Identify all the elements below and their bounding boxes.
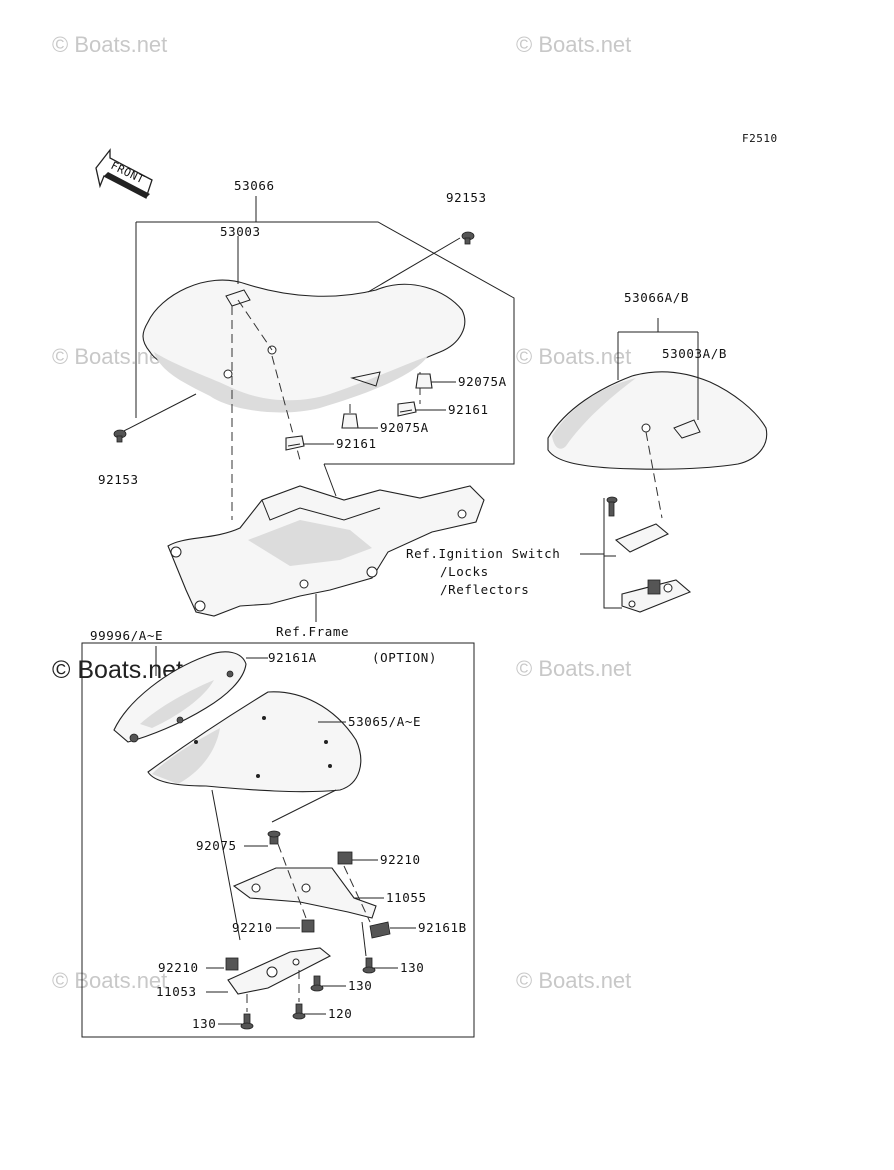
watermark-top-left: © Boats.net	[52, 32, 167, 57]
frame	[167, 485, 485, 617]
label-130-2: 130	[348, 978, 372, 993]
label-11053: 11053	[156, 984, 197, 999]
bolt-130-2	[310, 975, 324, 992]
label-92161A: 92161A	[268, 650, 317, 665]
clip-92161-1	[397, 401, 417, 417]
pad-92161B	[369, 921, 391, 939]
bolt-130-1	[362, 957, 376, 974]
label-99996: 99996/A~E	[90, 628, 163, 643]
damper-92075A-2	[341, 413, 359, 429]
watermark-bottom-left: © Boats.net	[52, 968, 167, 993]
label-92210-3: 92210	[158, 960, 199, 975]
label-53003: 53003	[220, 224, 261, 239]
label-ref-ignition-1: Ref.Ignition Switch	[406, 546, 560, 561]
label-120: 120	[328, 1006, 352, 1021]
damper-92075A-1	[415, 373, 433, 389]
label-92161B: 92161B	[418, 920, 467, 935]
bracket-11055	[232, 867, 377, 919]
clip-92161-2	[285, 435, 305, 451]
label-option: (OPTION)	[372, 650, 437, 665]
watermark-top-right: © Boats.net	[516, 32, 631, 57]
bolt-120	[292, 1003, 306, 1020]
watermark-lower-right: © Boats.net	[516, 656, 631, 681]
label-92075: 92075	[196, 838, 237, 853]
front-arrow-icon: FRONT	[95, 148, 153, 199]
nut-92210-2	[301, 919, 315, 933]
label-92161-1: 92161	[448, 402, 489, 417]
label-92153-top: 92153	[446, 190, 487, 205]
label-ref-ignition-2: /Locks	[440, 564, 489, 579]
label-92075A-1: 92075A	[458, 374, 507, 389]
bolt-130-3	[240, 1013, 254, 1030]
rider-seat	[142, 279, 466, 413]
figure-code: F2510	[742, 132, 778, 145]
damper-92075	[267, 830, 281, 845]
lock-bracket	[606, 496, 692, 613]
seat-box-outline	[135, 196, 515, 465]
label-92161-2: 92161	[336, 436, 377, 451]
label-130-3: 130	[192, 1016, 216, 1031]
watermark-bottom-right: © Boats.net	[516, 968, 631, 993]
label-130-1: 130	[400, 960, 424, 975]
label-53065: 53065/A~E	[348, 714, 421, 729]
label-53003AB: 53003A/B	[662, 346, 727, 361]
label-ref-ignition-3: /Reflectors	[440, 582, 529, 597]
bracket-11053	[227, 947, 332, 995]
label-53066: 53066	[234, 178, 275, 193]
label-92153-bottom: 92153	[98, 472, 139, 487]
nut-92210-3	[225, 957, 239, 971]
label-ref-frame: Ref.Frame	[276, 624, 349, 639]
label-53066AB: 53066A/B	[624, 290, 689, 305]
pillion-seat	[547, 371, 768, 470]
label-92210-1: 92210	[380, 852, 421, 867]
nut-92210-1	[337, 851, 353, 865]
watermark-mid-right: © Boats.net	[516, 344, 631, 369]
label-92075A-2: 92075A	[380, 420, 429, 435]
seat-cowl-frame	[113, 651, 247, 743]
label-92210-2: 92210	[232, 920, 273, 935]
bolt-92153-bottom	[113, 429, 127, 443]
label-11055: 11055	[386, 890, 427, 905]
single-seat-cover	[147, 691, 362, 793]
bolt-92153-top	[461, 231, 475, 245]
option-box	[81, 642, 475, 1038]
